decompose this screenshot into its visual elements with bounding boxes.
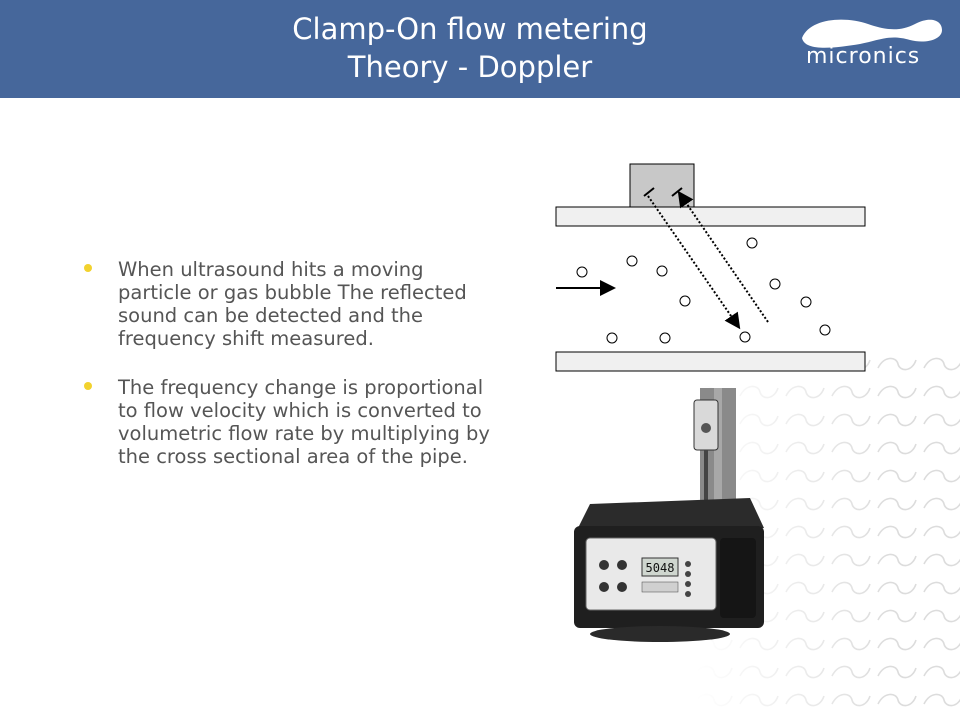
pipe-top-wall — [556, 207, 865, 226]
logo-wordmark: micronics — [806, 44, 920, 69]
particles — [577, 238, 830, 343]
bullet-text: When ultrasound hits a moving particle o… — [118, 258, 467, 350]
slide-title: Clamp-On flow metering Theory - Doppler — [220, 10, 720, 86]
bullet-item: The frequency change is proportional to … — [82, 376, 502, 468]
title-line-1: Clamp-On flow metering — [220, 10, 720, 48]
title-line-2: Theory - Doppler — [220, 48, 720, 86]
flowmeter-device-photo: 5048 — [560, 388, 780, 648]
bullet-text: The frequency change is proportional to … — [118, 376, 490, 468]
bullet-item: When ultrasound hits a moving particle o… — [82, 258, 502, 350]
bullet-list: When ultrasound hits a moving particle o… — [82, 258, 502, 494]
display-value: 5048 — [646, 561, 675, 575]
doppler-diagram — [548, 160, 878, 380]
transducer-block — [630, 164, 694, 208]
pipe-bottom-wall — [556, 352, 865, 371]
bullet-dot-icon — [84, 264, 92, 272]
bullet-dot-icon — [84, 382, 92, 390]
